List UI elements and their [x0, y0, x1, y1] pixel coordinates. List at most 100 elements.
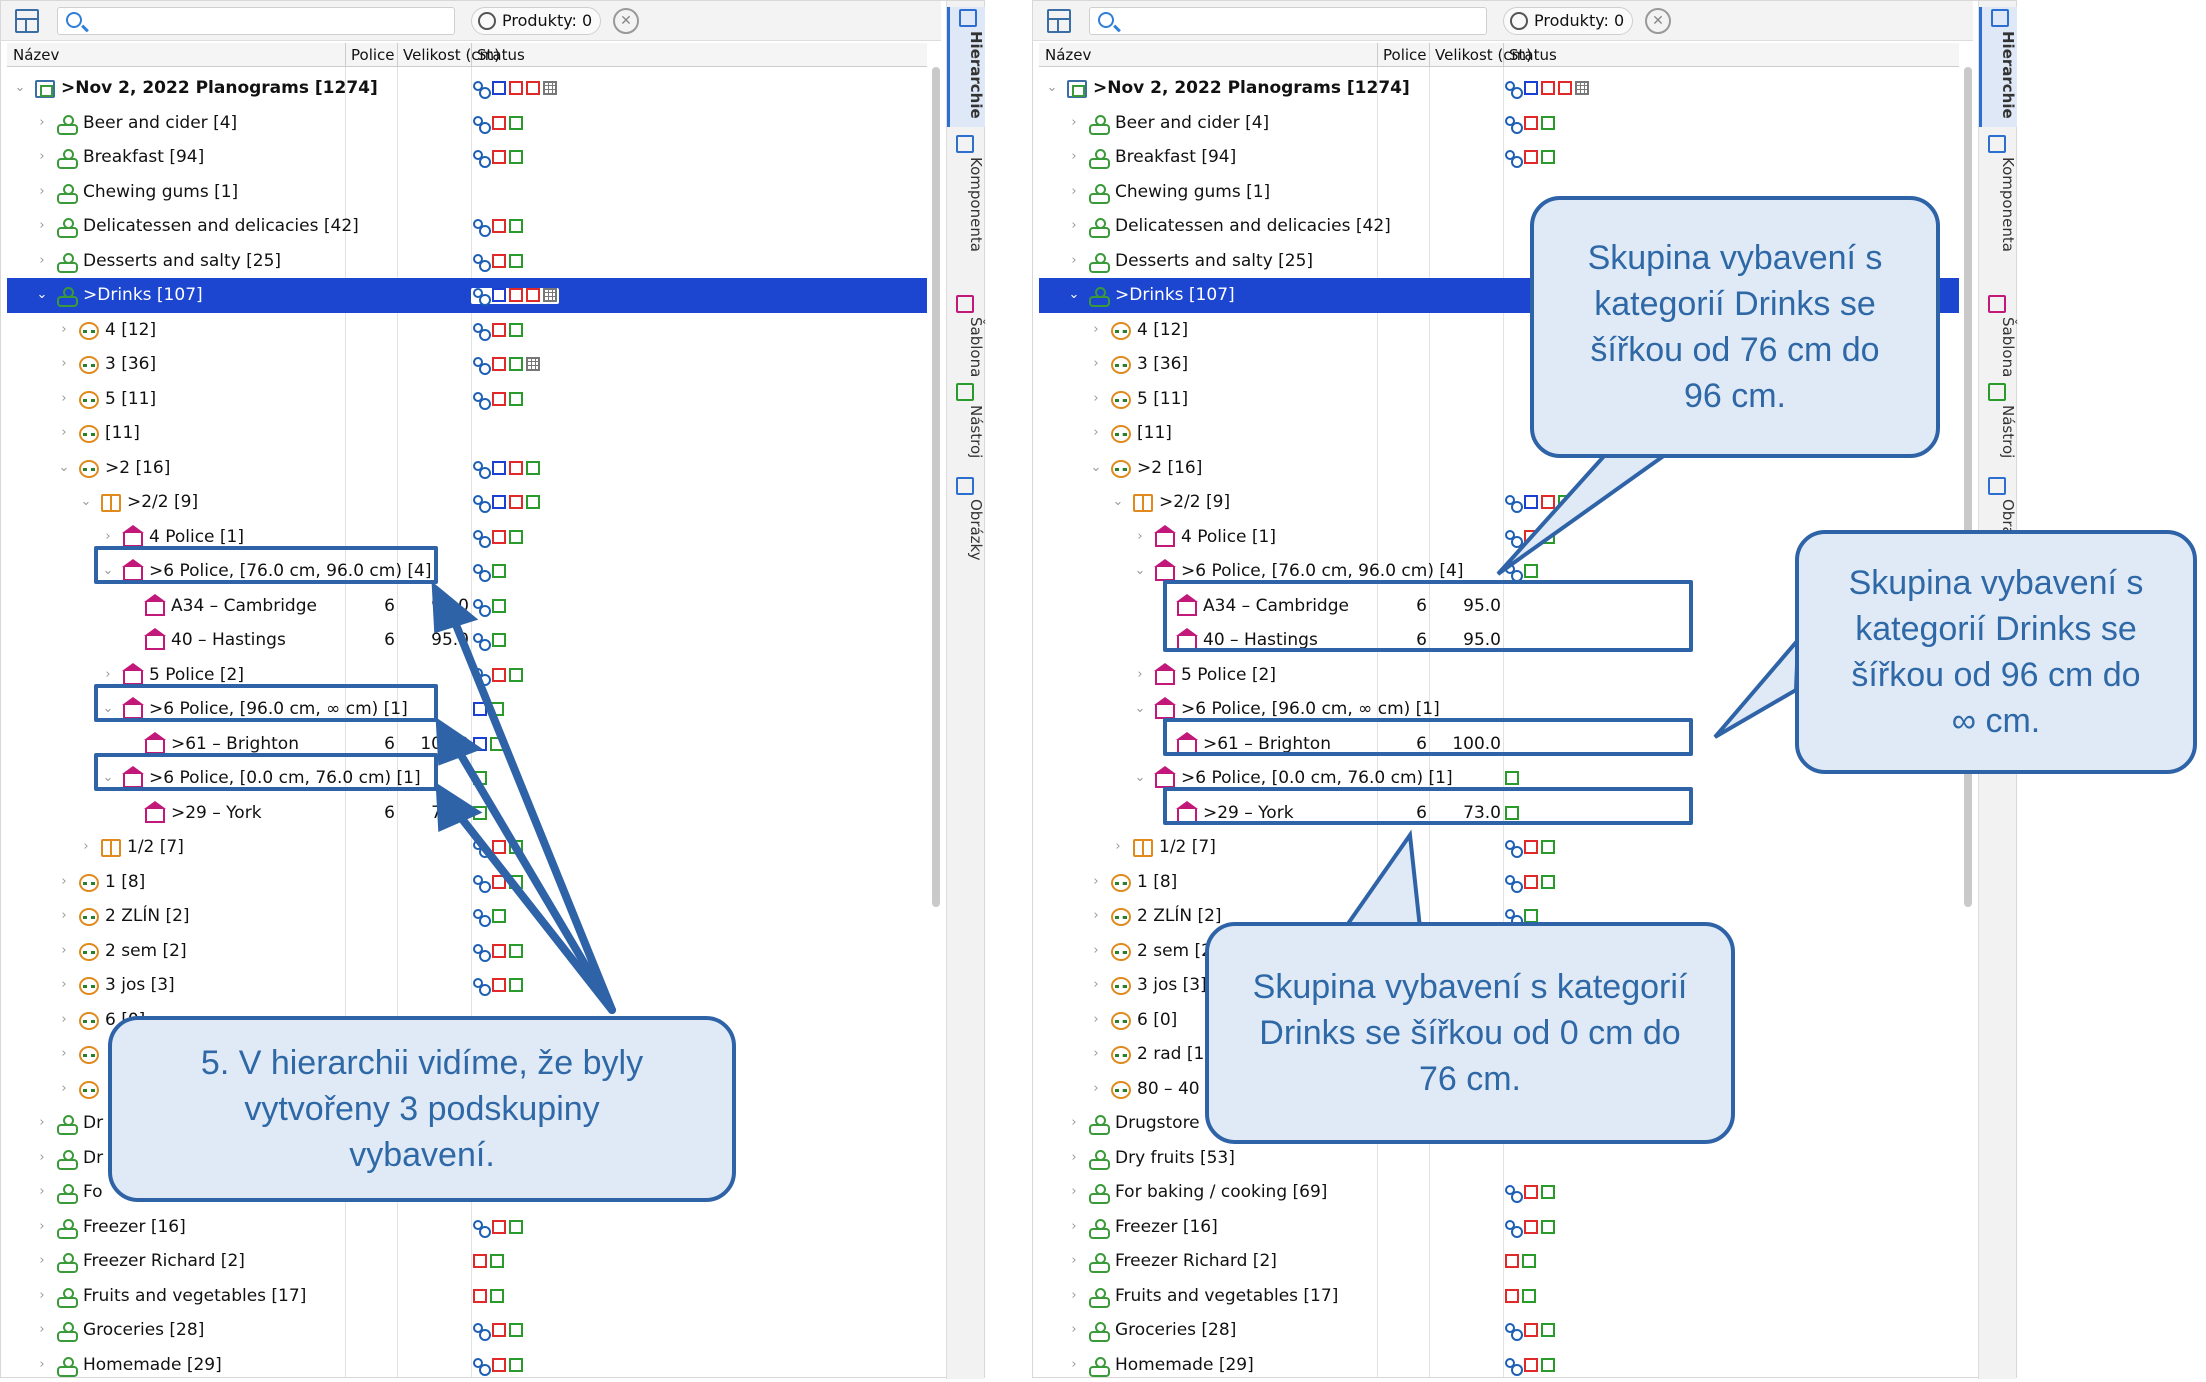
chevron-right-icon[interactable]: › — [35, 1106, 49, 1141]
scrollbar[interactable] — [931, 67, 941, 1379]
table-view-icon[interactable] — [1047, 9, 1071, 33]
tree-row[interactable]: ›3 [36] — [7, 347, 927, 382]
chevron-right-icon[interactable]: › — [1089, 1003, 1103, 1038]
col-police[interactable]: Police — [351, 46, 395, 64]
tree-row[interactable]: ⌄>2 [16] — [7, 451, 927, 486]
chevron-right-icon[interactable]: › — [35, 1348, 49, 1382]
chevron-right-icon[interactable]: › — [35, 1244, 49, 1279]
chevron-right-icon[interactable]: › — [1067, 175, 1081, 210]
col-police[interactable]: Police — [1383, 46, 1427, 64]
chevron-right-icon[interactable]: › — [57, 382, 71, 417]
col-name[interactable]: Název — [13, 46, 59, 64]
tree-row[interactable]: ›Beer and cider [4] — [1039, 106, 1959, 141]
chevron-right-icon[interactable]: › — [1089, 416, 1103, 451]
tree-row[interactable]: ›2 sem [2] — [7, 934, 927, 969]
tree-row[interactable]: ›Homemade [29] — [1039, 1348, 1959, 1382]
tree-row[interactable]: ›Desserts and salty [25] — [7, 244, 927, 279]
tree-row[interactable]: ›Breakfast [94] — [7, 140, 927, 175]
tree-row[interactable]: ›Fruits and vegetables [17] — [1039, 1279, 1959, 1314]
chevron-right-icon[interactable]: › — [1089, 899, 1103, 934]
chevron-down-icon[interactable]: ⌄ — [35, 278, 49, 313]
tree-row[interactable]: ›5 [11] — [7, 382, 927, 417]
tree-row[interactable]: ›Delicatessen and delicacies [42] — [7, 209, 927, 244]
chevron-right-icon[interactable]: › — [57, 313, 71, 348]
tree-row[interactable]: ›Freezer Richard [2] — [7, 1244, 927, 1279]
chevron-right-icon[interactable]: › — [1089, 1072, 1103, 1107]
chevron-right-icon[interactable]: › — [1067, 1175, 1081, 1210]
tree-row[interactable]: ›Freezer Richard [2] — [1039, 1244, 1959, 1279]
chevron-right-icon[interactable]: › — [35, 1175, 49, 1210]
chevron-right-icon[interactable]: › — [1067, 209, 1081, 244]
chevron-right-icon[interactable]: › — [1089, 382, 1103, 417]
tab-komponenta[interactable]: Komponenta — [947, 133, 985, 283]
chevron-right-icon[interactable]: › — [1067, 1106, 1081, 1141]
tree-row[interactable]: ›Chewing gums [1] — [7, 175, 927, 210]
tab-komponenta[interactable]: Komponenta — [1979, 133, 2017, 283]
tree-row[interactable]: ⌄>2/2 [9] — [7, 485, 927, 520]
col-name[interactable]: Název — [1045, 46, 1091, 64]
tree-row[interactable]: ›2 ZLÍN [2] — [7, 899, 927, 934]
tree-row[interactable]: ⌄>2/2 [9] — [1039, 485, 1959, 520]
chevron-right-icon[interactable]: › — [1067, 244, 1081, 279]
tree-row[interactable]: ›Freezer [16] — [7, 1210, 927, 1245]
tree-row[interactable]: ›Groceries [28] — [1039, 1313, 1959, 1348]
chevron-right-icon[interactable]: › — [57, 347, 71, 382]
chevron-right-icon[interactable]: › — [1067, 1244, 1081, 1279]
tree-row[interactable]: ⌄>Nov 2, 2022 Planograms [1274] — [7, 71, 927, 106]
tree-row[interactable]: ›Breakfast [94] — [1039, 140, 1959, 175]
tree-row[interactable]: ›Dry fruits [53] — [1039, 1141, 1959, 1176]
tree-row[interactable]: ›1/2 [7] — [7, 830, 927, 865]
chevron-right-icon[interactable]: › — [1067, 140, 1081, 175]
tab-hierarchie[interactable]: Hierarchie — [947, 7, 985, 127]
tree-row[interactable]: ›For baking / cooking [69] — [1039, 1175, 1959, 1210]
chevron-right-icon[interactable]: › — [1067, 106, 1081, 141]
chevron-down-icon[interactable]: ⌄ — [79, 485, 93, 520]
chevron-down-icon[interactable]: ⌄ — [1133, 554, 1147, 589]
tree-row[interactable]: ›Freezer [16] — [1039, 1210, 1959, 1245]
chevron-right-icon[interactable]: › — [35, 209, 49, 244]
chevron-down-icon[interactable]: ⌄ — [1067, 278, 1081, 313]
chevron-down-icon[interactable]: ⌄ — [1045, 71, 1059, 106]
chevron-right-icon[interactable]: › — [1089, 1037, 1103, 1072]
chevron-right-icon[interactable]: › — [1111, 830, 1125, 865]
tree-row[interactable]: › [11] — [7, 416, 927, 451]
chevron-right-icon[interactable]: › — [1089, 968, 1103, 1003]
products-filter-button[interactable]: Produkty: 0 — [471, 7, 601, 35]
chevron-right-icon[interactable]: › — [1067, 1313, 1081, 1348]
chevron-right-icon[interactable]: › — [35, 1279, 49, 1314]
chevron-right-icon[interactable]: › — [1089, 865, 1103, 900]
chevron-right-icon[interactable]: › — [35, 1210, 49, 1245]
col-status[interactable]: Status — [477, 46, 525, 64]
col-status[interactable]: Status — [1509, 46, 1557, 64]
search-input[interactable] — [1089, 7, 1487, 35]
chevron-down-icon[interactable]: ⌄ — [1133, 761, 1147, 796]
chevron-right-icon[interactable]: › — [79, 830, 93, 865]
tree-row[interactable]: ›1 [8] — [1039, 865, 1959, 900]
tree-row[interactable]: ›1/2 [7] — [1039, 830, 1959, 865]
chevron-right-icon[interactable]: › — [57, 934, 71, 969]
chevron-down-icon[interactable]: ⌄ — [13, 71, 27, 106]
clear-filter-icon[interactable]: ✕ — [1645, 8, 1671, 34]
tab-nstroj[interactable]: Nástroj — [947, 381, 985, 469]
search-input[interactable] — [57, 7, 455, 35]
chevron-right-icon[interactable]: › — [1067, 1348, 1081, 1382]
chevron-right-icon[interactable]: › — [1067, 1141, 1081, 1176]
chevron-right-icon[interactable]: › — [1089, 313, 1103, 348]
tab-obrzky[interactable]: Obrázky — [947, 475, 985, 595]
clear-filter-icon[interactable]: ✕ — [613, 8, 639, 34]
chevron-right-icon[interactable]: › — [35, 140, 49, 175]
chevron-right-icon[interactable]: › — [1067, 1210, 1081, 1245]
chevron-right-icon[interactable]: › — [57, 865, 71, 900]
tree-row[interactable]: ›3 jos [3] — [7, 968, 927, 1003]
chevron-right-icon[interactable]: › — [57, 416, 71, 451]
chevron-down-icon[interactable]: ⌄ — [1111, 485, 1125, 520]
chevron-right-icon[interactable]: › — [1133, 658, 1147, 693]
chevron-right-icon[interactable]: › — [35, 244, 49, 279]
chevron-down-icon[interactable]: ⌄ — [57, 451, 71, 486]
chevron-right-icon[interactable]: › — [35, 1313, 49, 1348]
chevron-right-icon[interactable]: › — [35, 175, 49, 210]
tab-hierarchie[interactable]: Hierarchie — [1979, 7, 2017, 127]
